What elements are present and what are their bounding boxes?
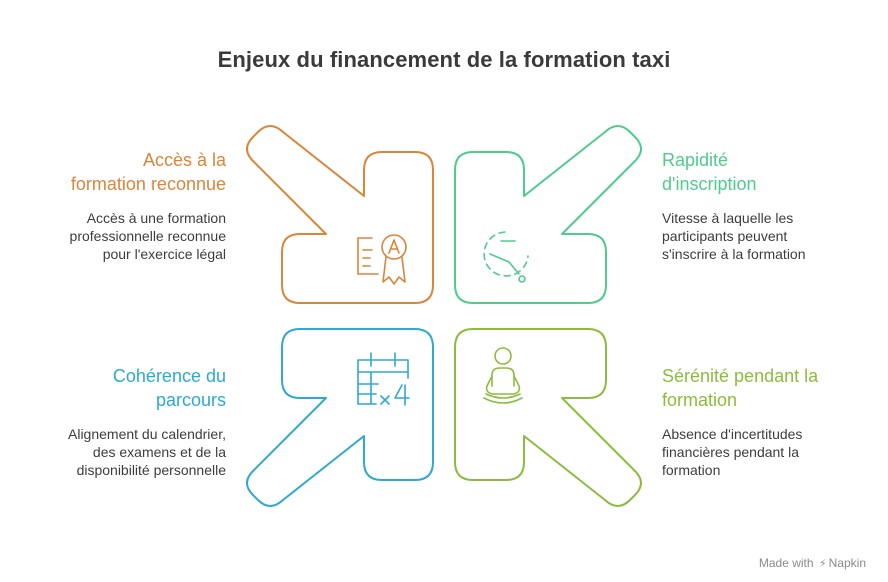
- item-label-line: Rapidité: [662, 150, 729, 170]
- item-label-serenity: Sérénité pendant la formation: [662, 364, 872, 412]
- certificate-award-icon: [357, 234, 407, 285]
- item-desc-line: des examens et de la: [92, 444, 226, 460]
- item-desc-line: Accès à une formation: [86, 210, 226, 226]
- item-desc-line: Absence d'incertitudes: [662, 426, 803, 442]
- item-desc-line: disponibilité personnelle: [76, 462, 226, 478]
- item-label-line: Cohérence du: [112, 366, 226, 386]
- stopwatch-icon: [483, 231, 529, 283]
- napkin-logo-icon: ⚡: [818, 558, 827, 570]
- page-title: Enjeux du financement de la formation ta…: [217, 47, 671, 72]
- item-desc-serenity: Absence d'incertitudes financières penda…: [662, 425, 872, 479]
- item-label-line: Accès à la: [142, 150, 226, 170]
- item-desc-coherence: Alignement du calendrier, des examens et…: [16, 425, 226, 479]
- item-desc-line: professionnelle reconnue: [69, 228, 226, 244]
- brand-made-with: Made with: [758, 556, 814, 570]
- arrow-bottom-left: [246, 328, 434, 507]
- meditation-person-icon: [483, 347, 523, 404]
- calendar-schedule-icon: [357, 352, 410, 406]
- arrow-bottom-right: [454, 328, 642, 507]
- item-desc-line: Alignement du calendrier,: [68, 426, 226, 442]
- item-label-rapidity: Rapidité d'inscription: [662, 148, 862, 196]
- item-label-coherence: Cohérence du parcours: [40, 364, 226, 412]
- item-desc-line: Vitesse à laquelle les: [662, 210, 794, 226]
- arrow-top-left: [246, 125, 434, 304]
- item-label-line: parcours: [155, 390, 226, 410]
- arrow-top-right: [454, 125, 642, 304]
- item-desc-line: participants peuvent: [662, 228, 788, 244]
- brand-name: Napkin: [828, 556, 866, 570]
- item-desc-line: pour l'exercice légal: [102, 246, 226, 262]
- item-label-line: formation reconnue: [70, 174, 226, 194]
- item-desc-access: Accès à une formation professionnelle re…: [20, 209, 226, 263]
- brand-watermark: Made with ⚡Napkin: [759, 556, 866, 570]
- item-label-line: formation: [662, 390, 738, 410]
- item-label-line: Sérénité pendant la: [662, 366, 819, 386]
- item-desc-line: formation: [662, 462, 721, 478]
- item-label-access: Accès à la formation reconnue: [40, 148, 226, 196]
- item-desc-line: financières pendant la: [662, 444, 799, 460]
- item-desc-line: s'inscrire à la formation: [662, 246, 806, 262]
- item-desc-rapidity: Vitesse à laquelle les participants peuv…: [662, 209, 872, 263]
- item-label-line: d'inscription: [662, 174, 757, 194]
